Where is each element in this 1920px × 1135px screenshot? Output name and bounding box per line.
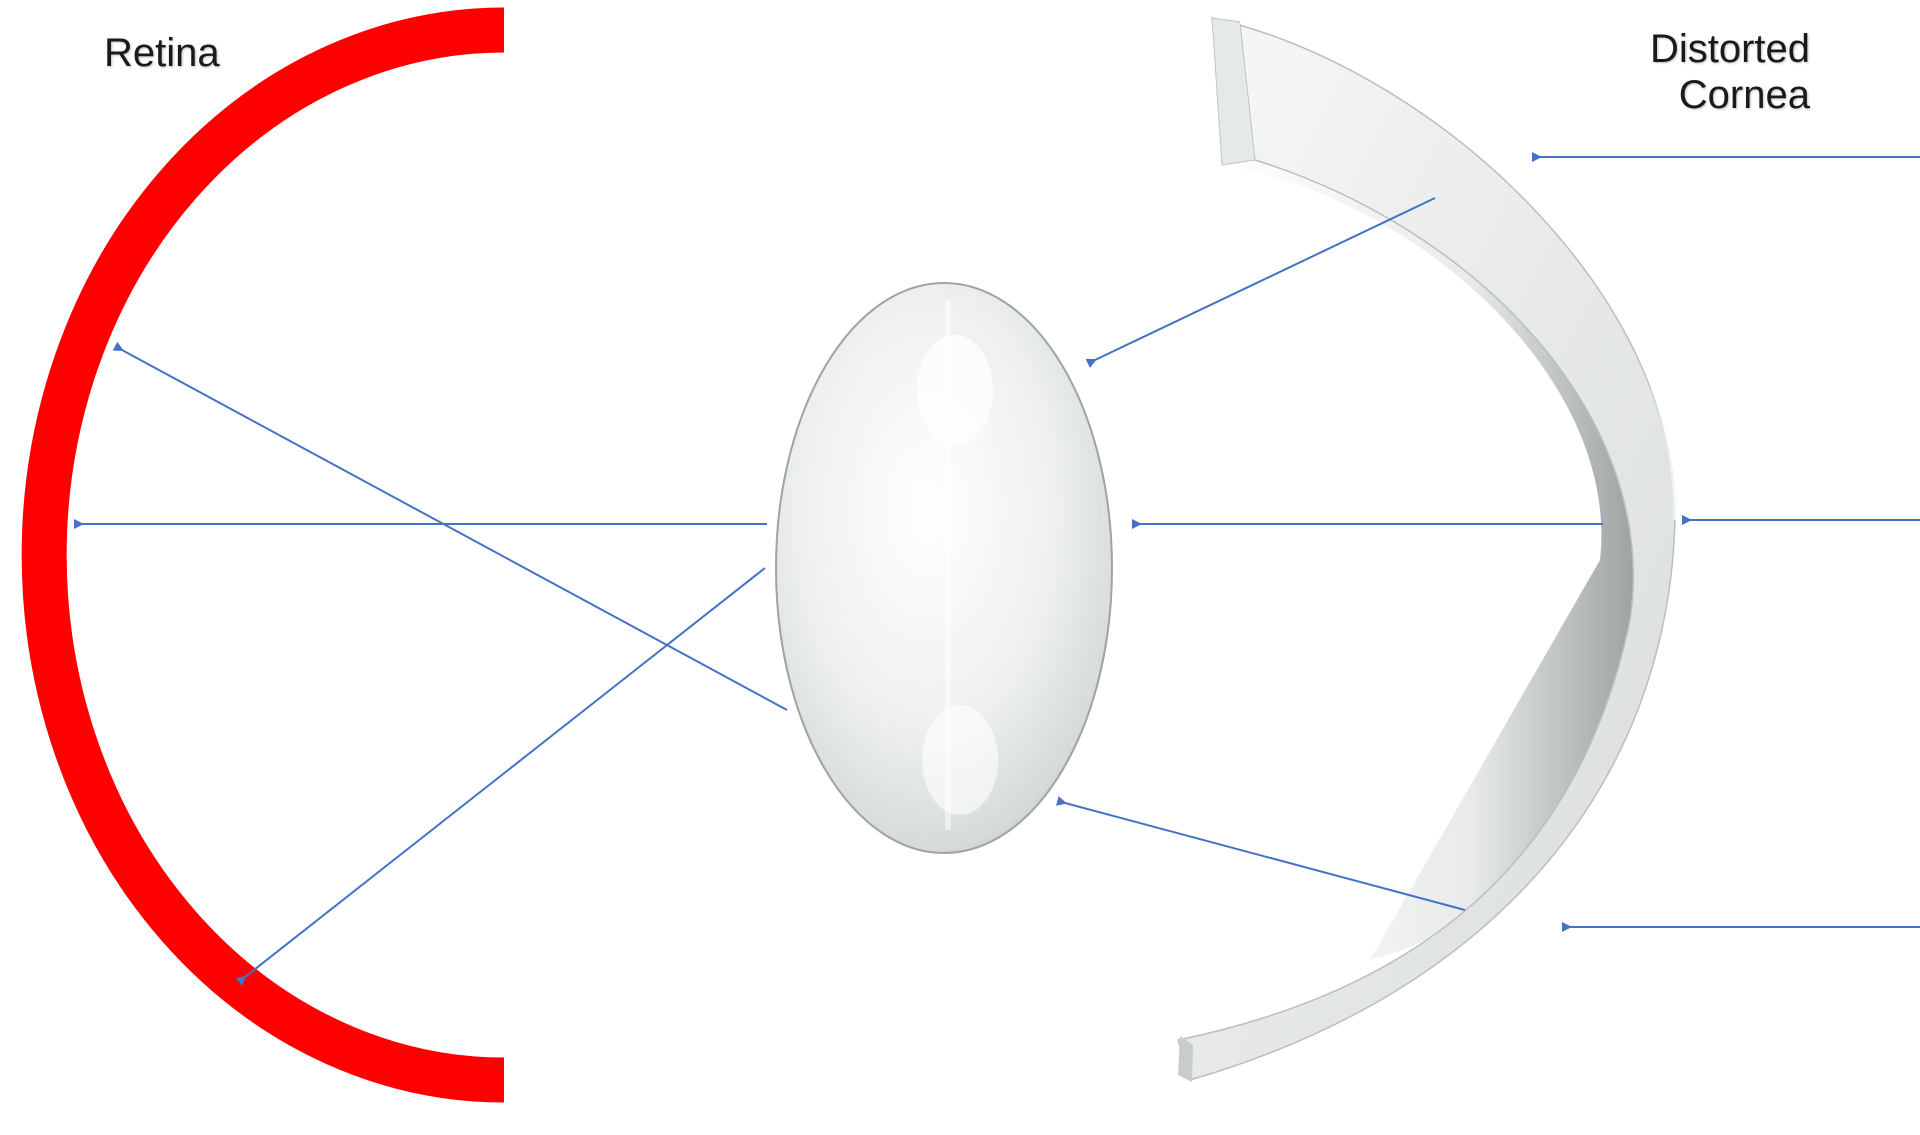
- distorted-cornea-label: Distorted Cornea: [1560, 26, 1810, 118]
- cornea-label-line2: Cornea: [1560, 72, 1810, 118]
- refracted-ray-top: [1095, 198, 1435, 360]
- retina-ray-top: [122, 350, 787, 710]
- cornea-label-line1: Distorted: [1560, 26, 1810, 72]
- distorted-cornea: [1178, 18, 1675, 1082]
- lens: [776, 283, 1112, 853]
- refracted-ray-bottom: [1065, 803, 1465, 910]
- retina-label: Retina: [104, 30, 220, 76]
- retina-ray-bottom: [245, 568, 765, 977]
- retina-arc: [44, 30, 504, 1080]
